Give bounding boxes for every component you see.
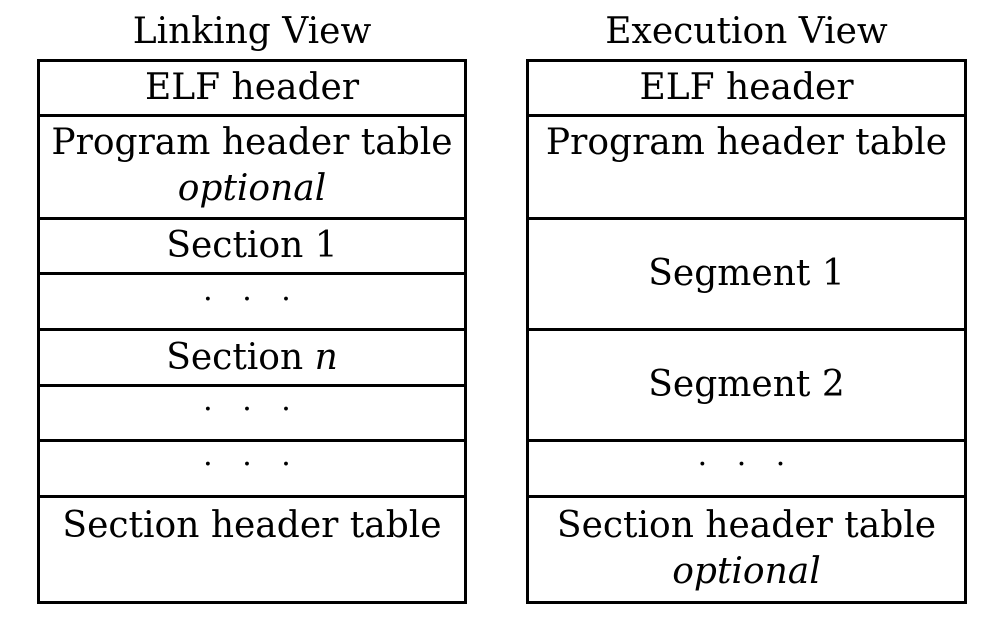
program-header-table-row: Program header table optional — [37, 117, 467, 217]
segment-1-row: Segment 1 — [526, 220, 967, 328]
elf-header-row: ELF header — [37, 62, 467, 114]
divider — [37, 114, 467, 117]
program-header-table-label: Program header table — [51, 122, 453, 163]
section-dots-row-3: · · · — [37, 442, 467, 495]
ellipsis-label: · · · — [203, 282, 301, 317]
section-header-table-row: Section header table optional — [526, 498, 967, 601]
section-dots-row-2: · · · — [37, 387, 467, 439]
segment-1-label: Segment 1 — [648, 253, 845, 294]
divider — [37, 439, 467, 442]
section-1-label: Section 1 — [166, 225, 338, 266]
ellipsis-label: · · · — [697, 447, 796, 482]
elf-header-label: ELF header — [639, 67, 854, 108]
divider — [37, 328, 467, 331]
section-n-prefix: Section — [166, 336, 315, 378]
section-header-table-row: Section header table — [37, 498, 467, 601]
segment-2-label: Segment 2 — [648, 364, 845, 405]
elf-header-row: ELF header — [526, 62, 967, 114]
segment-dots-row: · · · — [526, 442, 967, 495]
section-header-table-label: Section header table — [62, 505, 442, 546]
top-border — [37, 59, 467, 62]
program-header-optional-label: optional — [177, 168, 327, 209]
section-n-row: Section n — [37, 331, 467, 384]
divider — [526, 114, 967, 117]
section-header-table-label: Section header table — [556, 505, 937, 546]
divider — [37, 272, 467, 275]
linking-view-title: Linking View — [132, 11, 372, 52]
section-n-variable: n — [314, 336, 338, 378]
divider — [37, 217, 467, 220]
elf-header-label: ELF header — [144, 67, 360, 108]
section-header-optional-label: optional — [672, 551, 821, 592]
divider — [37, 384, 467, 387]
bottom-border — [37, 601, 467, 604]
top-border — [526, 59, 967, 62]
divider — [526, 217, 967, 220]
divider — [526, 439, 967, 442]
execution-view-title: Execution View — [605, 11, 888, 52]
divider — [526, 495, 967, 498]
ellipsis-label: · · · — [203, 392, 301, 427]
section-dots-row-1: · · · — [37, 275, 467, 328]
section-1-row: Section 1 — [37, 220, 467, 272]
program-header-table-row: Program header table — [526, 117, 967, 217]
divider — [526, 328, 967, 331]
section-n-label: Section n — [166, 336, 338, 378]
segment-2-row: Segment 2 — [526, 331, 967, 439]
divider — [37, 495, 467, 498]
bottom-border — [526, 601, 967, 604]
ellipsis-label: · · · — [203, 447, 301, 482]
program-header-table-label: Program header table — [545, 122, 948, 163]
